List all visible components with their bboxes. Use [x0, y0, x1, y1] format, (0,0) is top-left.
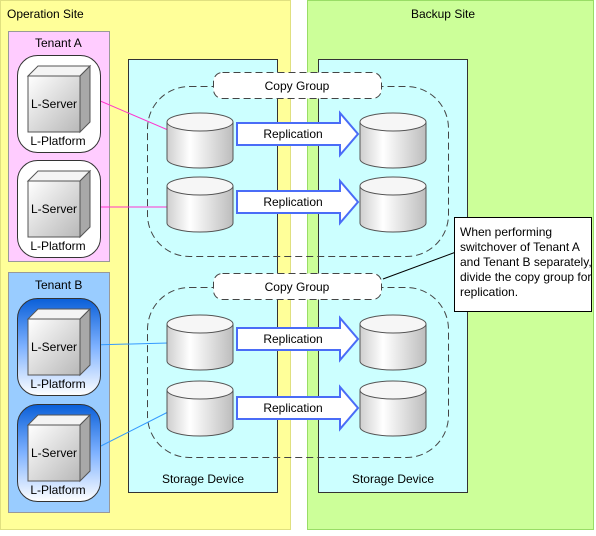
tenant-a-label: Tenant A	[35, 36, 82, 50]
arrow-shape	[236, 384, 360, 432]
disk-top	[359, 380, 427, 400]
server-cube-side	[79, 307, 91, 377]
server-cube-top	[26, 170, 92, 182]
l-platform-label: L-Platform	[30, 377, 85, 391]
replication-label: Replication	[263, 401, 322, 415]
copy-group-2-area	[147, 287, 449, 458]
arrow-shape	[236, 315, 360, 363]
disk-body	[166, 122, 234, 169]
disk-top	[359, 314, 427, 334]
disk-top	[166, 112, 234, 132]
disk-icon	[359, 314, 427, 371]
disk-body	[359, 390, 427, 437]
callout-line: switchover of Tenant A	[460, 240, 580, 254]
disk-icon	[166, 176, 234, 233]
disk-icon	[166, 380, 234, 437]
l-server-label: L-Server	[31, 202, 77, 216]
operation-storage-label: Storage Device	[162, 472, 244, 486]
replication-label: Replication	[263, 127, 322, 141]
disk-top	[359, 176, 427, 196]
server-cube-side	[79, 413, 91, 483]
server-cube-side	[79, 169, 91, 239]
server-icon	[27, 180, 81, 238]
replication-label: Replication	[263, 332, 322, 346]
server-cube-top	[26, 414, 92, 426]
disk-top	[166, 380, 234, 400]
replication-arrow: Replication	[236, 178, 360, 226]
replication-label: Replication	[263, 195, 322, 209]
l-platform-label: L-Platform	[30, 134, 85, 148]
tenant-a-link-1	[90, 96, 169, 131]
server-cube-top	[26, 65, 92, 77]
disk-body	[359, 324, 427, 371]
server-icon	[27, 318, 81, 376]
copy-group-1-area	[147, 86, 449, 257]
replication-arrow: Replication	[236, 315, 360, 363]
disk-top	[166, 176, 234, 196]
disk-icon	[166, 112, 234, 169]
disk-top	[359, 112, 427, 132]
operation-site-label: Operation Site	[7, 7, 84, 21]
server-icon	[27, 424, 81, 482]
disk-body	[359, 122, 427, 169]
replication-arrow: Replication	[236, 110, 360, 158]
tenant-b-label: Tenant B	[35, 278, 82, 292]
arrow-shape	[236, 110, 360, 158]
replication-arrow: Replication	[236, 384, 360, 432]
disk-icon	[359, 380, 427, 437]
callout-line: replication.	[460, 285, 518, 299]
copy-group-1-label-box	[213, 72, 382, 99]
disk-top	[166, 314, 234, 334]
l-server-label: L-Server	[31, 97, 77, 111]
server-cube-top	[26, 308, 92, 320]
disk-icon	[359, 112, 427, 169]
disk-icon	[359, 176, 427, 233]
backup-site-label: Backup Site	[411, 7, 475, 21]
arrow-shape	[236, 178, 360, 226]
callout-text: When performing switchover of Tenant A a…	[460, 225, 595, 299]
l-platform-label: L-Platform	[30, 483, 85, 497]
callout-line: divide the copy group for	[460, 270, 591, 284]
disk-body	[166, 186, 234, 233]
disk-body	[166, 390, 234, 437]
server-icon	[27, 75, 81, 133]
disk-body	[166, 324, 234, 371]
disk-body	[359, 186, 427, 233]
l-platform-label: L-Platform	[30, 239, 85, 253]
callout-pointer	[382, 251, 457, 280]
l-server-label: L-Server	[31, 446, 77, 460]
callout-line: When performing	[460, 225, 552, 239]
tenant-b-link-1	[90, 342, 169, 346]
copy-group-2-label-box	[213, 273, 382, 300]
callout-line: and Tenant B separately,	[460, 255, 592, 269]
copy-group-2-label: Copy Group	[265, 280, 330, 294]
l-server-label: L-Server	[31, 340, 77, 354]
disk-icon	[166, 314, 234, 371]
tenant-b-link-2	[90, 411, 169, 452]
backup-storage-label: Storage Device	[352, 472, 434, 486]
copy-group-1-label: Copy Group	[265, 79, 330, 93]
callout-box	[454, 217, 592, 312]
server-cube-side	[79, 64, 91, 134]
